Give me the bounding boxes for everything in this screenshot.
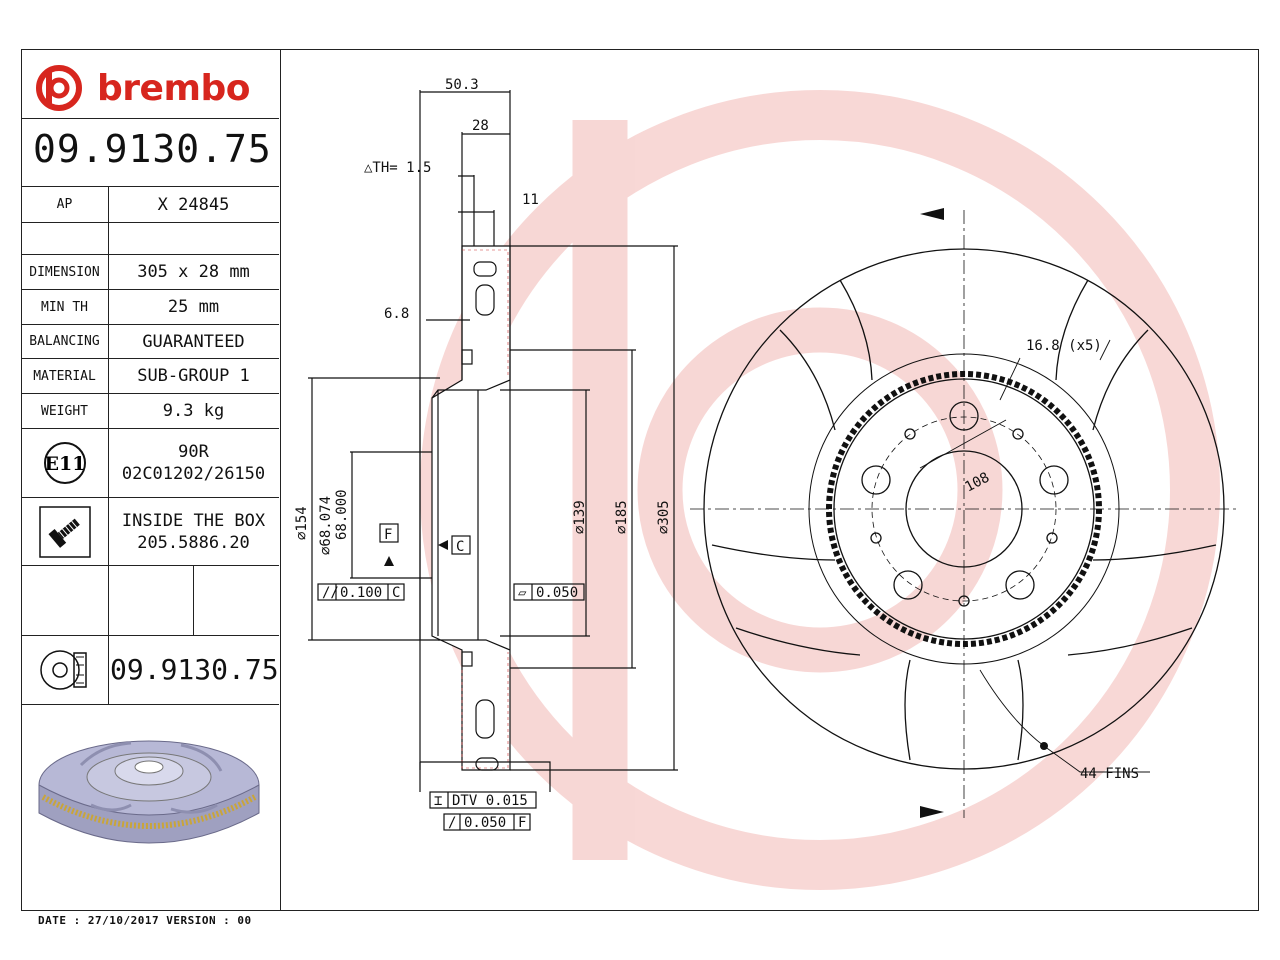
balancing-row: BALANCING GUARANTEED: [21, 325, 279, 359]
ap-value: X 24845: [157, 194, 230, 215]
fin-marker: [1040, 742, 1048, 750]
dim-16-8: 16.8 (x5): [1026, 338, 1102, 354]
runout-icon: /: [448, 815, 456, 831]
watermark-logo: [420, 90, 1220, 890]
disc-cell: [21, 636, 109, 704]
fins-label: 44 FINS: [1080, 766, 1139, 782]
disc-3d-image: [38, 740, 260, 844]
balancing-value: GUARANTEED: [142, 331, 245, 352]
datum-c-marker: [438, 540, 448, 550]
screw-row: INSIDE THE BOX 205.5886.20: [21, 498, 279, 566]
part-number-top: 09.9130.75: [33, 127, 272, 171]
screw-icon: [38, 505, 91, 558]
weight-label: WEIGHT: [21, 394, 109, 428]
weight-value: 9.3 kg: [162, 401, 225, 421]
minth-value: 25 mm: [167, 297, 220, 317]
datum-f-label: F: [384, 527, 392, 543]
e11-badge-text: E11: [44, 453, 85, 475]
minth-label: MIN TH: [21, 290, 109, 324]
front-view: [690, 210, 1240, 818]
dim-11: 11: [522, 192, 539, 208]
dim-68-000: 68.000: [334, 489, 350, 540]
tol-parallel-ref: C: [392, 585, 400, 601]
blank-label: [21, 223, 109, 254]
dim-d139: ⌀139: [572, 500, 588, 534]
dim-d68-074: ⌀68.074: [318, 496, 334, 555]
material-row: MATERIAL SUB-GROUP 1: [21, 359, 279, 394]
approval-row: E11 90R 02C01202/26150: [21, 429, 279, 498]
dim-6-8: 6.8: [384, 306, 409, 322]
minth-row: MIN TH 25 mm: [21, 290, 279, 325]
parallel-icon: //: [322, 585, 339, 601]
part-number-bottom: 09.9130.75: [110, 653, 279, 686]
dim-delta-th: △TH= 1.5: [364, 160, 431, 176]
ap-row: AP X 24845: [21, 187, 279, 223]
datum-c-label: C: [456, 539, 464, 555]
blank-row: [21, 223, 279, 255]
dim-d154: ⌀154: [294, 506, 310, 540]
dimension-value: 305 x 28 mm: [137, 262, 250, 282]
dim-50-3: 50.3: [445, 77, 479, 93]
tol-dtv: DTV 0.015: [452, 793, 528, 809]
brembo-logo-icon: [36, 65, 82, 111]
brembo-logo: brembo: [33, 63, 250, 113]
weight-row: WEIGHT 9.3 kg: [21, 394, 279, 429]
e11-badge-icon: E11: [43, 442, 86, 484]
footer-date-version: DATE : 27/10/2017 VERSION : 00: [38, 914, 252, 927]
material-value: SUB-GROUP 1: [137, 366, 250, 386]
spec-panel: brembo 09.9130.75 AP X 24845 DIMENSION 3…: [21, 49, 281, 911]
dimension-label: DIMENSION: [21, 255, 109, 289]
tol-parallel: 0.100: [340, 585, 382, 601]
screw-line1: INSIDE THE BOX: [121, 510, 266, 531]
ap-label: AP: [21, 187, 109, 222]
empty-divider: [193, 566, 194, 635]
rotation-arrow-top: [920, 208, 944, 220]
dimension-row: DIMENSION 305 x 28 mm: [21, 255, 279, 290]
flatness-icon: ▱: [518, 585, 527, 601]
dim-28: 28: [472, 118, 489, 134]
approval-value: 90R 02C01202/26150: [108, 429, 279, 497]
dim-d305: ⌀305: [656, 500, 672, 534]
empty-label: [21, 566, 109, 635]
tol-flat: 0.050: [536, 585, 578, 601]
datum-f-marker: [384, 556, 394, 566]
empty-row: [21, 566, 279, 636]
tol-runout-ref: F: [518, 815, 526, 831]
approval-line2: 02C01202/26150: [121, 464, 266, 484]
drawing-sheet: [21, 49, 1259, 911]
approval-line1: 90R: [178, 442, 209, 462]
rotation-arrow-bottom: [920, 806, 944, 818]
cross-section: [308, 90, 678, 831]
part-number-cell: 09.9130.75: [21, 119, 279, 187]
logo-cell: [21, 49, 279, 119]
balancing-label: BALANCING: [21, 325, 109, 358]
disc-profile-icon: [39, 650, 87, 690]
dim-d185: ⌀185: [614, 500, 630, 534]
part-number-bottom-row: 09.9130.75: [21, 636, 279, 705]
disc-render: [21, 705, 279, 911]
screw-value: INSIDE THE BOX 205.5886.20: [108, 498, 279, 565]
screw-cell: [21, 498, 109, 565]
tol-runout: 0.050: [464, 815, 506, 831]
material-label: MATERIAL: [21, 359, 109, 393]
brand-name: brembo: [97, 67, 250, 109]
screw-line2: 205.5886.20: [137, 532, 250, 553]
dtv-icon: ⌶: [434, 793, 442, 809]
e11-cell: E11: [21, 429, 109, 497]
